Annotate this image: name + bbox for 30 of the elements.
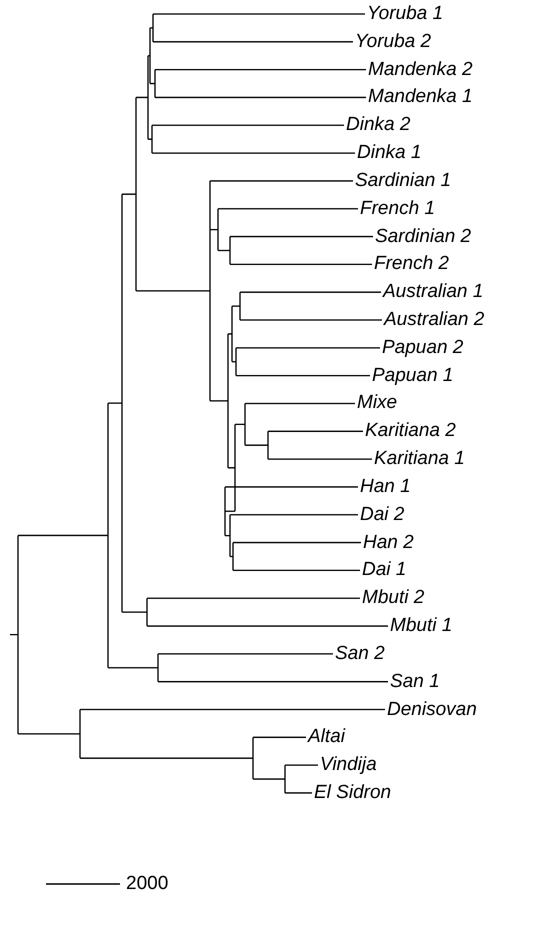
taxon-label: French 2 [374, 253, 449, 276]
taxon-label: Vindija [320, 754, 377, 776]
taxon-label: Sardinian 1 [355, 170, 452, 192]
taxon-label: Karitiana 1 [374, 448, 465, 470]
taxon-label: Mbuti 2 [362, 587, 424, 610]
taxon-label: Karitiana 2 [365, 420, 456, 442]
taxon-label: Sardinian 2 [375, 226, 472, 248]
taxon-label: Yoruba 1 [367, 3, 444, 25]
taxon-label: Mbuti 1 [390, 615, 452, 638]
taxon-label: Australian 2 [384, 309, 484, 332]
taxon-label: Dinka 1 [357, 142, 422, 164]
taxon-label: Mandenka 2 [368, 58, 473, 81]
taxon-label: Australian 1 [383, 281, 484, 304]
taxon-label: French 1 [360, 198, 435, 220]
taxon-label: San 2 [335, 642, 385, 665]
taxon-label: Dinka 2 [346, 114, 410, 136]
taxon-label: Mixe [357, 392, 398, 414]
taxon-label: San 1 [390, 670, 440, 693]
taxon-label: El Sidron [314, 782, 392, 804]
taxon-label: Yoruba 2 [355, 30, 432, 53]
taxon-label: Dai 2 [360, 504, 404, 526]
taxon-label: Han 2 [363, 532, 414, 554]
taxon-label: Dai 1 [362, 559, 406, 582]
taxon-label: Mandenka 1 [368, 86, 473, 108]
taxon-label: Altai [308, 726, 345, 748]
taxon-label: Denisovan [387, 698, 477, 720]
scale-label: 2000 [126, 873, 168, 895]
taxon-label: Papuan 1 [372, 364, 454, 387]
taxon-label: Papuan 2 [382, 336, 464, 359]
taxon-label: Han 1 [360, 476, 411, 498]
